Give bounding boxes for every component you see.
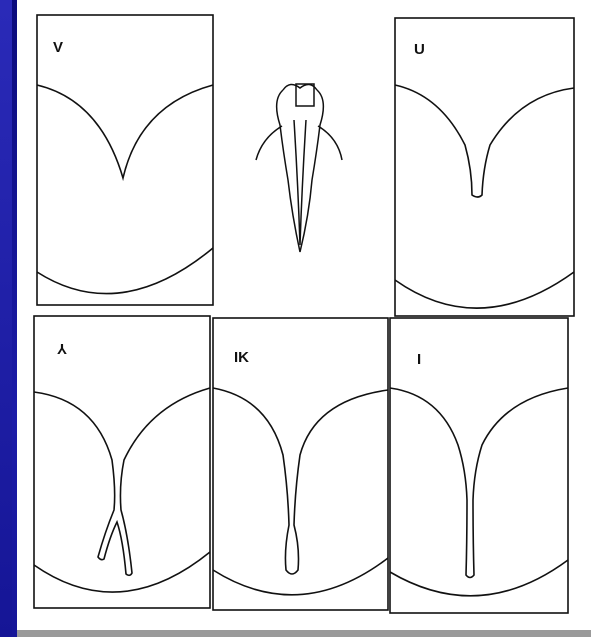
panel-u: U bbox=[395, 18, 574, 316]
panel-i: I bbox=[390, 318, 568, 613]
panel-ik: IK bbox=[213, 318, 388, 610]
panel-y-base-curve bbox=[34, 552, 210, 592]
panel-y-label: Y bbox=[57, 340, 67, 357]
panel-y-frame bbox=[34, 316, 210, 608]
panel-v-fissure-outline bbox=[37, 85, 213, 178]
fissure-morphology-diagram: V U Y IK I bbox=[17, 0, 591, 630]
panel-y-fissure-outline bbox=[34, 388, 210, 575]
panel-ik-fissure-outline bbox=[213, 388, 388, 574]
panel-v: V bbox=[37, 15, 213, 305]
panel-ik-label: IK bbox=[234, 349, 249, 366]
panel-ik-base-curve bbox=[213, 558, 388, 595]
panel-v-frame bbox=[37, 15, 213, 305]
panel-v-label: V bbox=[53, 39, 63, 56]
tooth-illustration bbox=[256, 84, 342, 252]
panel-u-base-curve bbox=[395, 272, 574, 308]
tooth-crown-top bbox=[283, 84, 317, 90]
tooth-left-gum-line bbox=[256, 126, 282, 160]
panel-u-label: U bbox=[414, 41, 425, 58]
tooth-right-gum-line bbox=[318, 126, 342, 160]
panel-i-fissure-outline bbox=[390, 388, 568, 578]
panel-i-base-curve bbox=[390, 560, 568, 596]
panel-v-base-curve bbox=[37, 248, 213, 294]
bottom-gray-band bbox=[17, 630, 591, 637]
left-blue-stripe bbox=[0, 0, 12, 637]
panel-y: Y bbox=[34, 316, 210, 608]
tooth-pulp-canal bbox=[294, 120, 306, 245]
panel-i-label: I bbox=[417, 351, 421, 368]
panel-u-fissure-outline bbox=[395, 85, 574, 197]
